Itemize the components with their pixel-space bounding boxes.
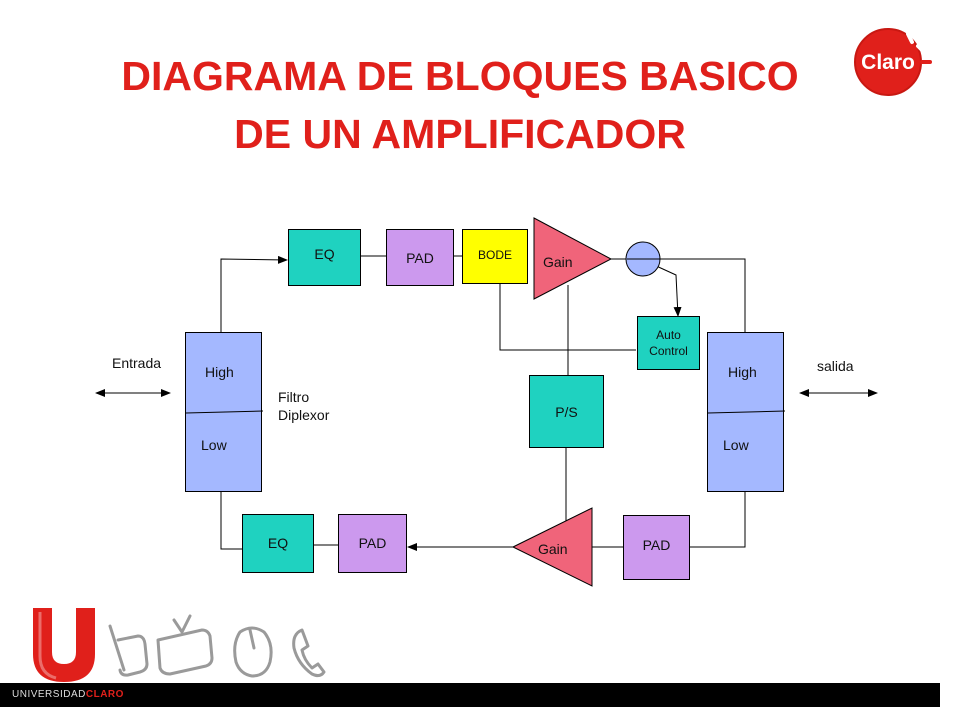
filter-label-line1: Filtro — [278, 389, 310, 405]
filter-label-line2: Diplexor — [278, 407, 330, 423]
footer-brand-name: CLARO — [85, 689, 124, 700]
forward-eq-label: EQ — [314, 246, 335, 262]
output-label: salida — [817, 358, 854, 374]
page-title-line-1: DIAGRAMA DE BLOQUES BASICO — [121, 53, 799, 99]
return-gain-amplifier — [511, 507, 593, 587]
claro-logo-text: Claro — [861, 51, 915, 74]
power-supply-block: P/S — [529, 375, 604, 448]
right-diplexer — [707, 332, 785, 492]
page-title-line-2: DE UN AMPLIFICADOR — [234, 111, 686, 157]
footer-bar — [0, 683, 940, 707]
auto-control-block: Auto Control — [637, 316, 700, 370]
return-gain-label: Gain — [538, 541, 568, 557]
return-pad-left-block: PAD — [338, 514, 407, 573]
left-diplexer-low-label: Low — [201, 437, 227, 453]
return-eq-label: EQ — [267, 535, 289, 551]
right-diplexer-high-label: High — [728, 364, 757, 380]
forward-eq-block: EQ — [288, 229, 361, 286]
right-diplexer-low-label: Low — [723, 437, 749, 453]
telephone-icon — [292, 628, 326, 678]
auto-control-label-line1: Auto — [656, 328, 681, 342]
forward-pad-label: PAD — [406, 249, 434, 266]
left-diplexer-high-label: High — [205, 364, 234, 380]
forward-gain-label: Gain — [543, 254, 573, 270]
return-pad-left-label: PAD — [358, 535, 387, 551]
footer-brand-prefix: UNIVERSIDAD — [12, 689, 86, 700]
high-to-eq-line — [220, 255, 288, 332]
auto-control-label-line2: Control — [649, 344, 688, 358]
left-diplexer — [185, 332, 263, 492]
return-pad-right-block: PAD — [623, 515, 690, 580]
return-eq-block: EQ — [242, 514, 314, 573]
footer-brand: UNIVERSIDADCLARO — [12, 689, 124, 700]
mobile-phone-icon — [108, 624, 149, 677]
forward-pad-block: PAD — [386, 229, 454, 286]
input-label: Entrada — [112, 355, 162, 371]
claro-logo-icon: Claro — [854, 28, 932, 96]
forward-gain-amplifier — [533, 217, 613, 300]
u-logo-icon — [33, 608, 95, 682]
power-supply-label: P/S — [555, 403, 578, 420]
return-pad-right-label: PAD — [642, 537, 671, 553]
mouse-icon — [233, 626, 273, 678]
tv-icon — [156, 614, 214, 676]
bode-block: BODE — [462, 229, 528, 284]
bode-label: BODE — [477, 248, 512, 262]
